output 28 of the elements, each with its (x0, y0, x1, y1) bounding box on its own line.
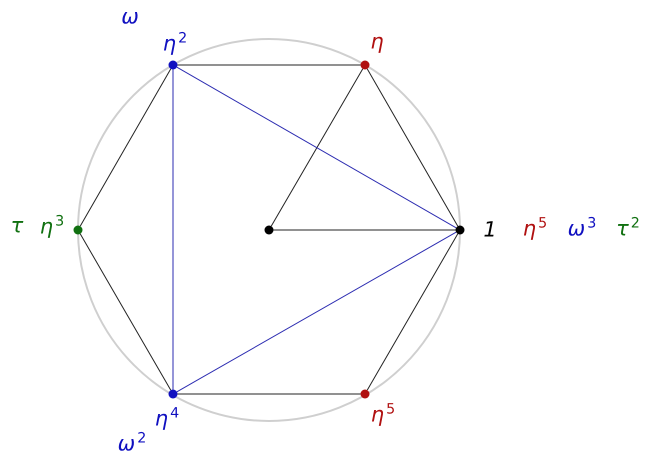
point-label: η$^{5}$ (370, 402, 396, 426)
line (366, 233, 458, 391)
point-label: η$^{2}$ (162, 32, 188, 54)
point (456, 226, 464, 234)
point (168, 60, 178, 70)
point (360, 390, 370, 398)
line (366, 68, 458, 227)
point-label: η$^{4}$ (154, 406, 180, 430)
point (264, 226, 274, 234)
line (176, 232, 457, 392)
point-label: ω (121, 6, 139, 28)
point-label: ω$^{3}$ (568, 216, 596, 240)
point-label: η$^{5}$ (522, 216, 548, 240)
point (168, 390, 178, 398)
line (80, 68, 172, 227)
point-label: τ (10, 216, 24, 236)
point-label: η$^{3}$ (40, 214, 64, 238)
line (172, 69, 174, 390)
point (360, 60, 370, 70)
point (74, 226, 82, 234)
line (177, 64, 361, 66)
point-label: τ$^{2}$ (616, 216, 640, 240)
line (80, 233, 172, 391)
line (270, 68, 364, 227)
point-label: η (370, 32, 384, 52)
point-label: ω$^{2}$ (118, 432, 146, 454)
point-label: 1 (483, 220, 497, 240)
line (176, 66, 457, 228)
